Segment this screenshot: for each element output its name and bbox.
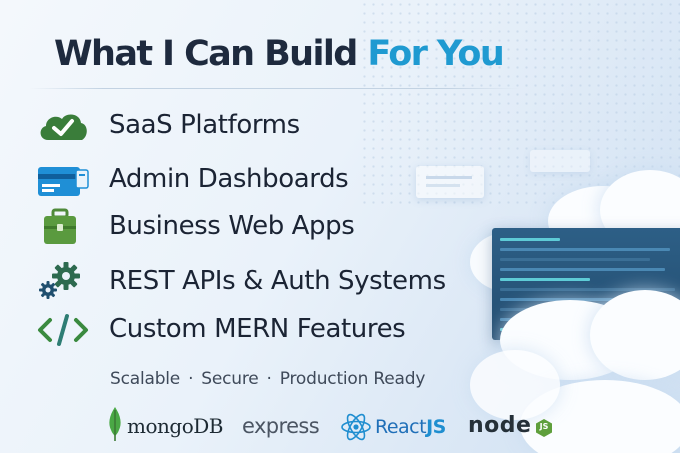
feature-label: SaaS Platforms	[109, 110, 300, 140]
title-divider	[30, 88, 520, 89]
feature-item-custom-mern: Custom MERN Features	[0, 310, 520, 350]
title-main: What I Can Build	[54, 34, 358, 74]
floating-card	[530, 150, 590, 172]
feature-item-business-web-apps: Business Web Apps	[0, 207, 520, 247]
tagline-item: Scalable	[110, 369, 181, 389]
react-suffix: JS	[426, 416, 446, 438]
react-wordmark: ReactJS	[375, 416, 446, 438]
react-name: React	[375, 416, 427, 438]
floating-card	[416, 166, 484, 198]
cloud-check-icon	[36, 106, 90, 146]
node-js-badge: JS	[535, 418, 553, 438]
feature-item-rest-apis: REST APIs & Auth Systems	[0, 262, 520, 302]
page-title: What I Can Build For You	[54, 34, 505, 78]
feature-label: Business Web Apps	[109, 211, 355, 241]
mongodb-leaf-icon	[109, 407, 121, 441]
tagline-separator: ·	[188, 369, 194, 389]
briefcase-icon	[36, 207, 90, 247]
tagline: Scalable · Secure · Production Ready	[110, 369, 425, 389]
feature-label: Admin Dashboards	[109, 164, 349, 194]
cloud-shape	[590, 290, 680, 380]
tagline-item: Production Ready	[279, 369, 426, 389]
cloud-shape	[470, 350, 560, 420]
tagline-separator: ·	[266, 369, 272, 389]
tagline-item: Secure	[201, 369, 259, 389]
feature-label: REST APIs & Auth Systems	[109, 266, 446, 296]
node-wordmark: node	[468, 413, 532, 438]
feature-label: Custom MERN Features	[109, 314, 406, 344]
credit-card-icon	[36, 160, 90, 200]
mongodb-wordmark: mongoDB	[127, 414, 223, 438]
gears-icon	[36, 262, 90, 302]
express-wordmark: express	[242, 414, 320, 438]
react-atom-icon	[341, 413, 371, 441]
node-badge-text: JS	[539, 422, 549, 431]
feature-item-saas: SaaS Platforms	[0, 106, 520, 146]
code-icon	[36, 310, 90, 350]
feature-item-admin-dashboards: Admin Dashboards	[0, 160, 520, 200]
title-accent: For You	[367, 34, 504, 74]
